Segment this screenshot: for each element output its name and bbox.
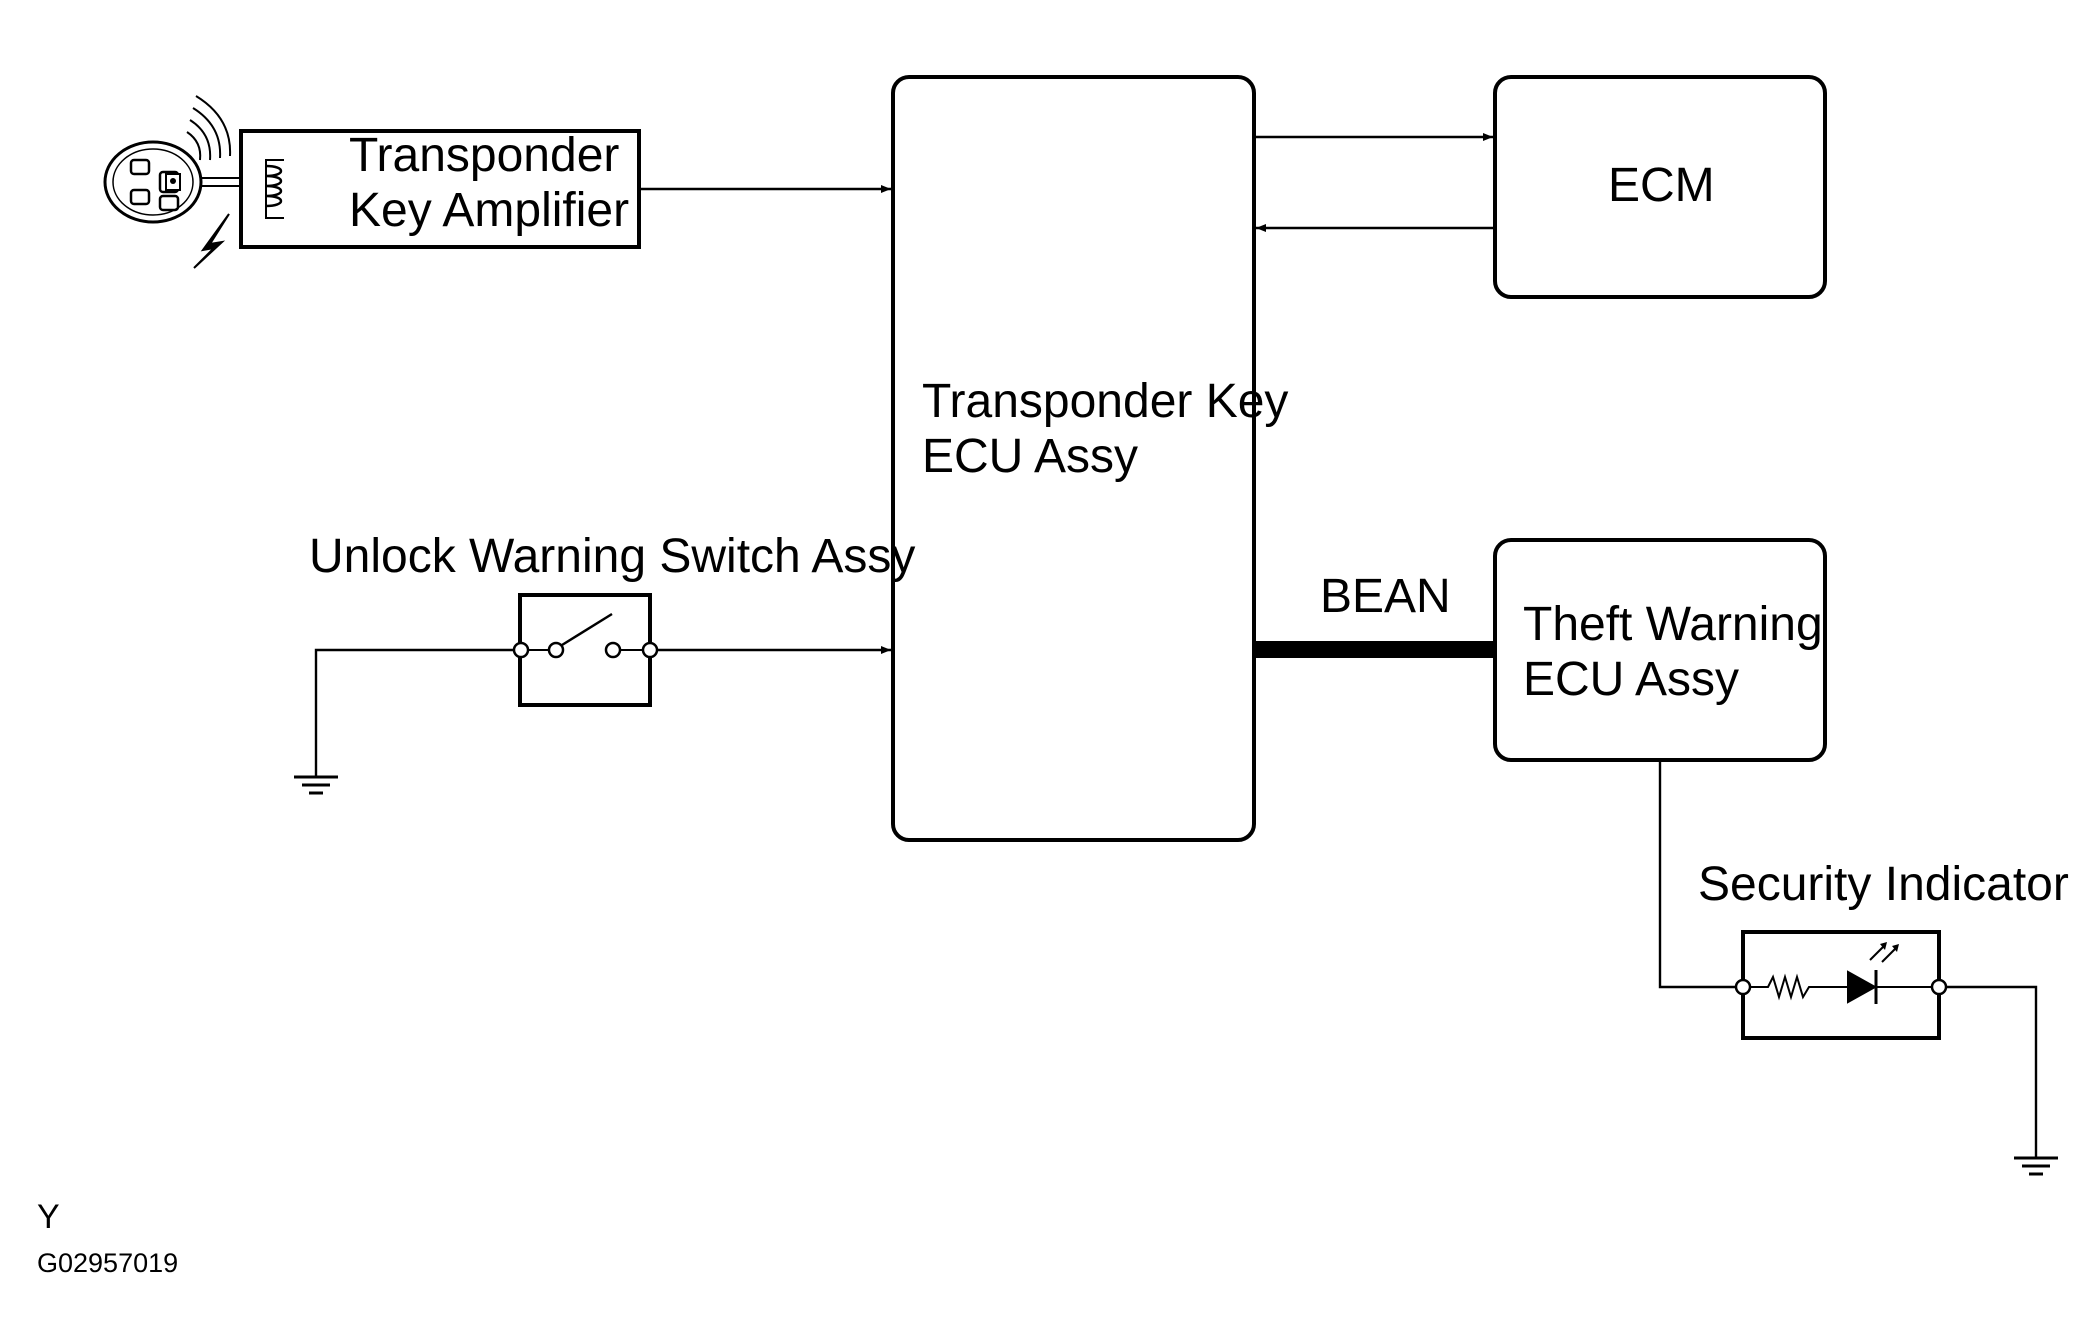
theft-warning-ecu-label-2: ECU Assy	[1523, 653, 1739, 706]
resistor-icon	[1750, 973, 1848, 1001]
transponder-key-ecu-label-1: Transponder Key	[922, 375, 1288, 428]
bean-label: BEAN	[1320, 570, 1451, 623]
ecm-label: ECM	[1608, 159, 1715, 212]
bean-bus-line	[1254, 641, 1495, 658]
led-icon	[1847, 942, 1932, 1004]
transponder-key-amplifier-label-1: Transponder	[349, 129, 619, 182]
security-indicator-label: Security Indicator	[1698, 858, 2069, 911]
indicator-ground-wire	[1946, 985, 2038, 1158]
security-indicator-box	[1741, 930, 1941, 1040]
figure-id: G02957019	[37, 1248, 178, 1278]
ground-icon	[2014, 1156, 2058, 1176]
switch-icon	[512, 612, 659, 659]
ground-icon	[294, 775, 338, 795]
figure-code: Y	[37, 1198, 60, 1236]
transponder-key-amplifier-box	[239, 129, 641, 249]
transponder-key-ecu-label-2: ECU Assy	[922, 430, 1138, 483]
transponder-key-amplifier-label-2: Key Amplifier	[349, 184, 629, 237]
indicator-terminal-left	[1734, 978, 1752, 996]
indicator-terminal-right	[1930, 978, 1948, 996]
key-fob-icon	[103, 95, 241, 269]
transponder-key-ecu-box	[891, 75, 1256, 842]
ecm-box	[1493, 75, 1827, 299]
switch-ground-wire	[314, 648, 514, 777]
unlock-warning-switch-label: Unlock Warning Switch Assy	[309, 530, 915, 583]
theft-ecu-to-indicator-wire	[1658, 760, 1736, 989]
theft-warning-ecu-label-1: Theft Warning	[1523, 598, 1823, 651]
coil-icon	[265, 159, 284, 219]
